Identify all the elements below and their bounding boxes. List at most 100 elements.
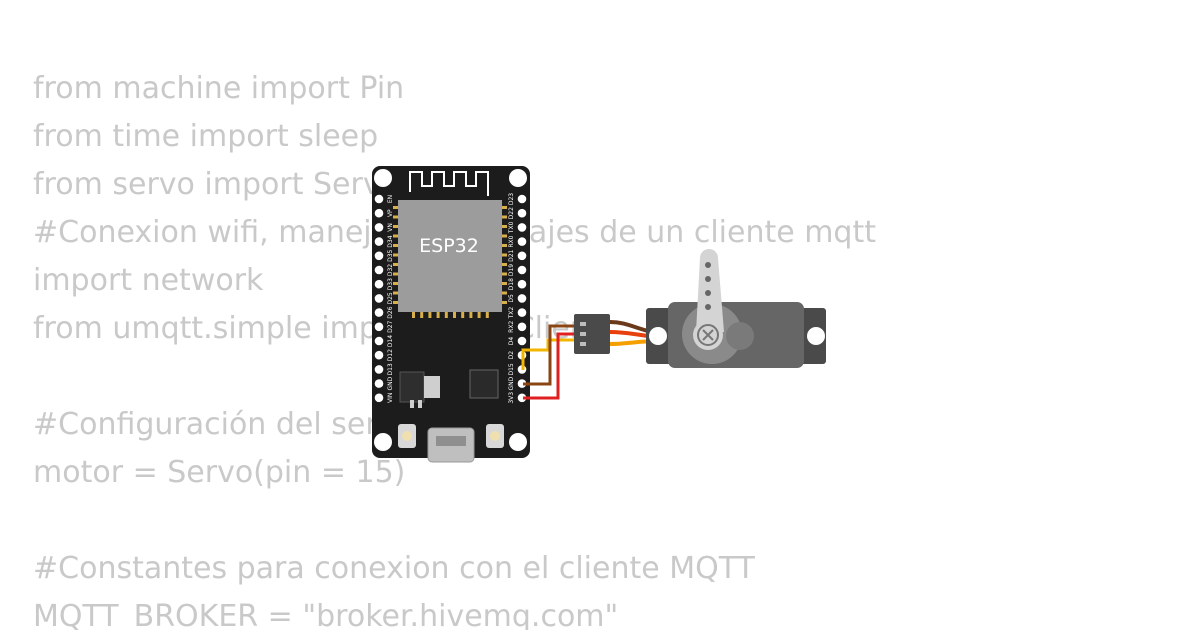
module-pin (393, 234, 398, 238)
pin-label: D13 (387, 363, 394, 375)
pin-header-left[interactable] (374, 208, 384, 218)
pin-header-right[interactable] (517, 194, 527, 204)
chip-label: ESP32 (419, 235, 479, 257)
pin-label: D5 (508, 294, 515, 303)
pin-header-right[interactable] (517, 294, 527, 303)
module-pin (469, 312, 473, 318)
esp32-board[interactable]: ESP32 ENVPVND34D35D32D33D25D26D27D14D12D… (372, 166, 530, 463)
pin-header-right[interactable] (517, 322, 527, 332)
horn-screw (697, 324, 719, 346)
pin-header-left[interactable] (374, 279, 384, 289)
pin-label: D4 (508, 337, 515, 346)
module-pin (428, 312, 432, 318)
module-pin (393, 272, 398, 276)
mounting-hole (649, 327, 667, 345)
ground-wire[interactable] (523, 324, 574, 386)
module-pin (393, 253, 398, 257)
code-line: from machine import Pin (33, 71, 405, 106)
pin-label: D22 (508, 207, 515, 219)
pin-label: VN (387, 223, 394, 232)
pin-label: VIN (387, 393, 394, 403)
pin-label: D12 (387, 349, 394, 361)
mounting-hole (509, 169, 527, 187)
pin-label: D19 (508, 264, 515, 276)
module-pin (461, 312, 465, 318)
pin-label: RX2 (508, 321, 515, 333)
pin-header-left[interactable] (374, 294, 384, 303)
module-pin (502, 291, 507, 295)
pin-label: 3V3 (508, 392, 515, 404)
module-pin (393, 291, 398, 295)
pin-label: RX0 (508, 235, 515, 247)
pin-header-left[interactable] (374, 251, 384, 261)
servo-motor[interactable] (646, 249, 826, 368)
voltage-regulator (399, 371, 425, 403)
module-pin (502, 206, 507, 209)
pin-header-left[interactable] (374, 322, 384, 332)
pin-header-left[interactable] (374, 365, 384, 374)
module-pin (502, 234, 507, 238)
mounting-hole (807, 327, 825, 345)
module-pin (502, 263, 507, 266)
pin-header-left[interactable] (374, 379, 384, 388)
pin-label: D23 (508, 193, 515, 205)
code-line: from time import sleep (33, 119, 379, 154)
module-pin (412, 312, 415, 318)
power-wire[interactable] (523, 332, 574, 400)
pin-header-right[interactable] (517, 208, 527, 218)
usb-serial-chip (469, 369, 499, 399)
module-pin (502, 272, 507, 276)
pin-header-left[interactable] (374, 194, 384, 204)
code-line: #Constantes para conexion con el cliente… (33, 551, 755, 586)
pin-header-right[interactable] (517, 393, 527, 403)
pin-header-right[interactable] (517, 237, 527, 246)
pin-label: D27 (387, 320, 394, 332)
wires (521, 324, 574, 400)
pin-header-left[interactable] (374, 308, 384, 317)
pin-header-left[interactable] (374, 393, 384, 403)
pin-label: D32 (387, 264, 394, 276)
pin-label: TX2 (508, 307, 515, 320)
code-background: from machine import Pin from time import… (33, 65, 1173, 630)
mounting-hole (374, 169, 392, 187)
pin-label: D34 (387, 235, 394, 247)
pin-header-left[interactable] (374, 265, 384, 275)
mounting-hole (374, 433, 392, 451)
module-pin (502, 301, 507, 304)
code-line: MQTT_BROKER = "broker.hivemq.com" (33, 599, 619, 630)
pin-label: D35 (387, 249, 394, 261)
pin-label: D33 (387, 278, 394, 290)
code-line: import network (33, 263, 264, 298)
pin-header-right[interactable] (517, 308, 527, 317)
pin-label: D14 (387, 335, 394, 347)
module-pin (502, 225, 507, 228)
pin-header-right[interactable] (517, 223, 527, 232)
module-castellations (393, 206, 507, 318)
pin-header-right[interactable] (517, 279, 527, 289)
pin-label: D25 (387, 292, 394, 304)
pin-label: GND (387, 376, 394, 390)
pin-header-right[interactable] (517, 379, 527, 388)
module-pin (393, 301, 398, 304)
pin-header-right[interactable] (517, 336, 527, 346)
pin-label: TX0 (508, 221, 515, 234)
module-pin (393, 282, 398, 285)
module-pin (393, 206, 398, 209)
pin-header-left[interactable] (374, 350, 384, 360)
module-pin (444, 312, 448, 318)
pin-label: D15 (508, 363, 515, 375)
pin-header-left[interactable] (374, 237, 384, 246)
pin-header-left[interactable] (374, 223, 384, 232)
mounting-hole (509, 433, 527, 451)
module-pin (393, 215, 398, 219)
pin-header-right[interactable] (517, 265, 527, 275)
module-pin (502, 253, 507, 257)
module-pin (485, 312, 489, 318)
pin-label: D18 (508, 278, 515, 290)
pin-label: D26 (387, 306, 394, 318)
module-pin (502, 244, 507, 247)
connector-housing (574, 314, 610, 354)
pin-header-left[interactable] (374, 336, 384, 346)
pin-header-right[interactable] (517, 251, 527, 261)
module-pin (477, 312, 481, 318)
